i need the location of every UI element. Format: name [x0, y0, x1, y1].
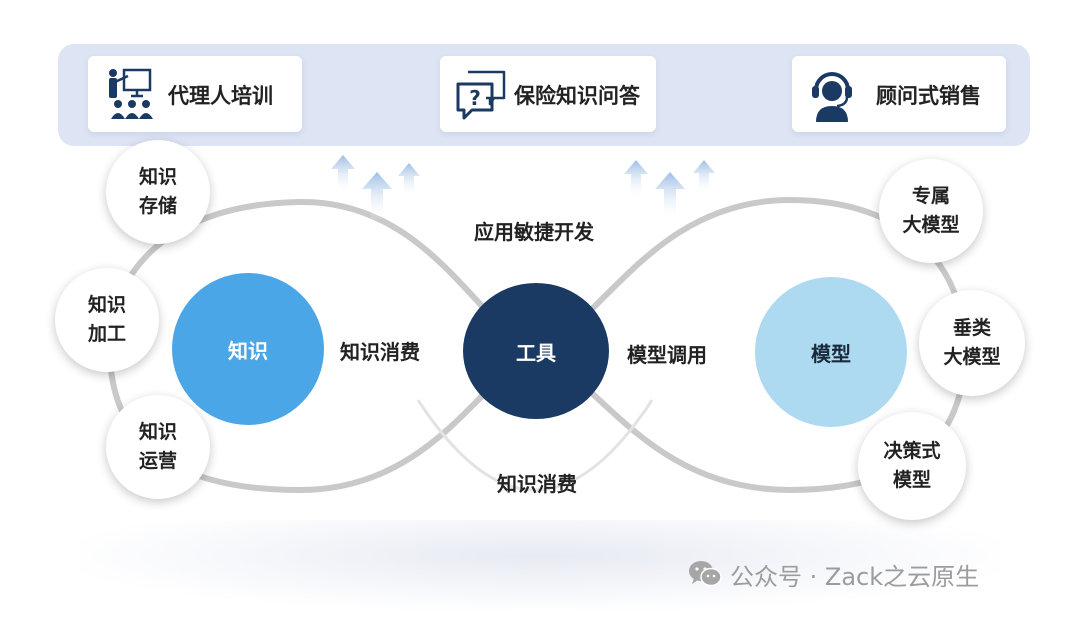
svg-text:?: ?: [469, 86, 481, 110]
scenario-label: 代理人培训: [168, 83, 273, 108]
knowledge-item-storage[interactable]: 知识 存储: [106, 140, 210, 244]
model-item-decision-model[interactable]: 决策式 模型: [858, 412, 966, 520]
hub-label: 知识: [228, 338, 268, 363]
scenario-card-advisory-sales[interactable]: 顾问式销售: [792, 56, 1006, 132]
up-arrow-icon: [362, 172, 392, 219]
model-item-vertical-llm[interactable]: 垂类 大模型: [919, 290, 1025, 396]
flow-label-knowledge-consumption: 知识消费: [340, 340, 420, 364]
hub-model[interactable]: 模型: [755, 277, 907, 427]
scenario-card-insurance-qa[interactable]: ? 保险知识问答: [440, 56, 656, 132]
wechat-icon: [689, 561, 722, 587]
flow-label-bottom-consumption: 知识消费: [497, 472, 577, 496]
knowledge-item-processing[interactable]: 知识 加工: [55, 268, 159, 372]
hub-tools[interactable]: 工具: [463, 283, 609, 419]
upward-arrows-right: [624, 160, 715, 219]
chat-question-icon: ?: [456, 70, 506, 120]
hub-knowledge[interactable]: 知识: [172, 273, 324, 425]
watermark: 公众号 · Zack之云原生: [688, 556, 979, 592]
up-arrow-icon: [693, 160, 715, 193]
up-arrow-icon: [398, 163, 420, 196]
up-arrow-icon: [655, 172, 685, 219]
scenario-card-agent-training[interactable]: 代理人培训: [88, 56, 302, 132]
model-item-dedicated-llm[interactable]: 专属 大模型: [879, 159, 983, 263]
hub-label: 模型: [811, 341, 851, 366]
training-presenter-icon: [109, 68, 153, 119]
scenario-label: 保险知识问答: [514, 83, 640, 108]
knowledge-item-operations[interactable]: 知识 运营: [106, 395, 210, 499]
up-arrow-icon: [624, 160, 648, 198]
scenario-label: 顾问式销售: [876, 83, 981, 108]
upward-arrows-left: [331, 155, 420, 219]
watermark-text: 公众号 · Zack之云原生: [730, 562, 980, 591]
flow-label-agile-dev: 应用敏捷开发: [474, 220, 594, 244]
flow-label-model-invocation: 模型调用: [627, 343, 707, 367]
up-arrow-icon: [331, 155, 355, 193]
bottom-shadow: [80, 520, 1000, 610]
hub-label: 工具: [516, 340, 556, 365]
bottom-consumption-arc: [416, 399, 654, 492]
customer-service-headset-icon: [812, 72, 852, 122]
